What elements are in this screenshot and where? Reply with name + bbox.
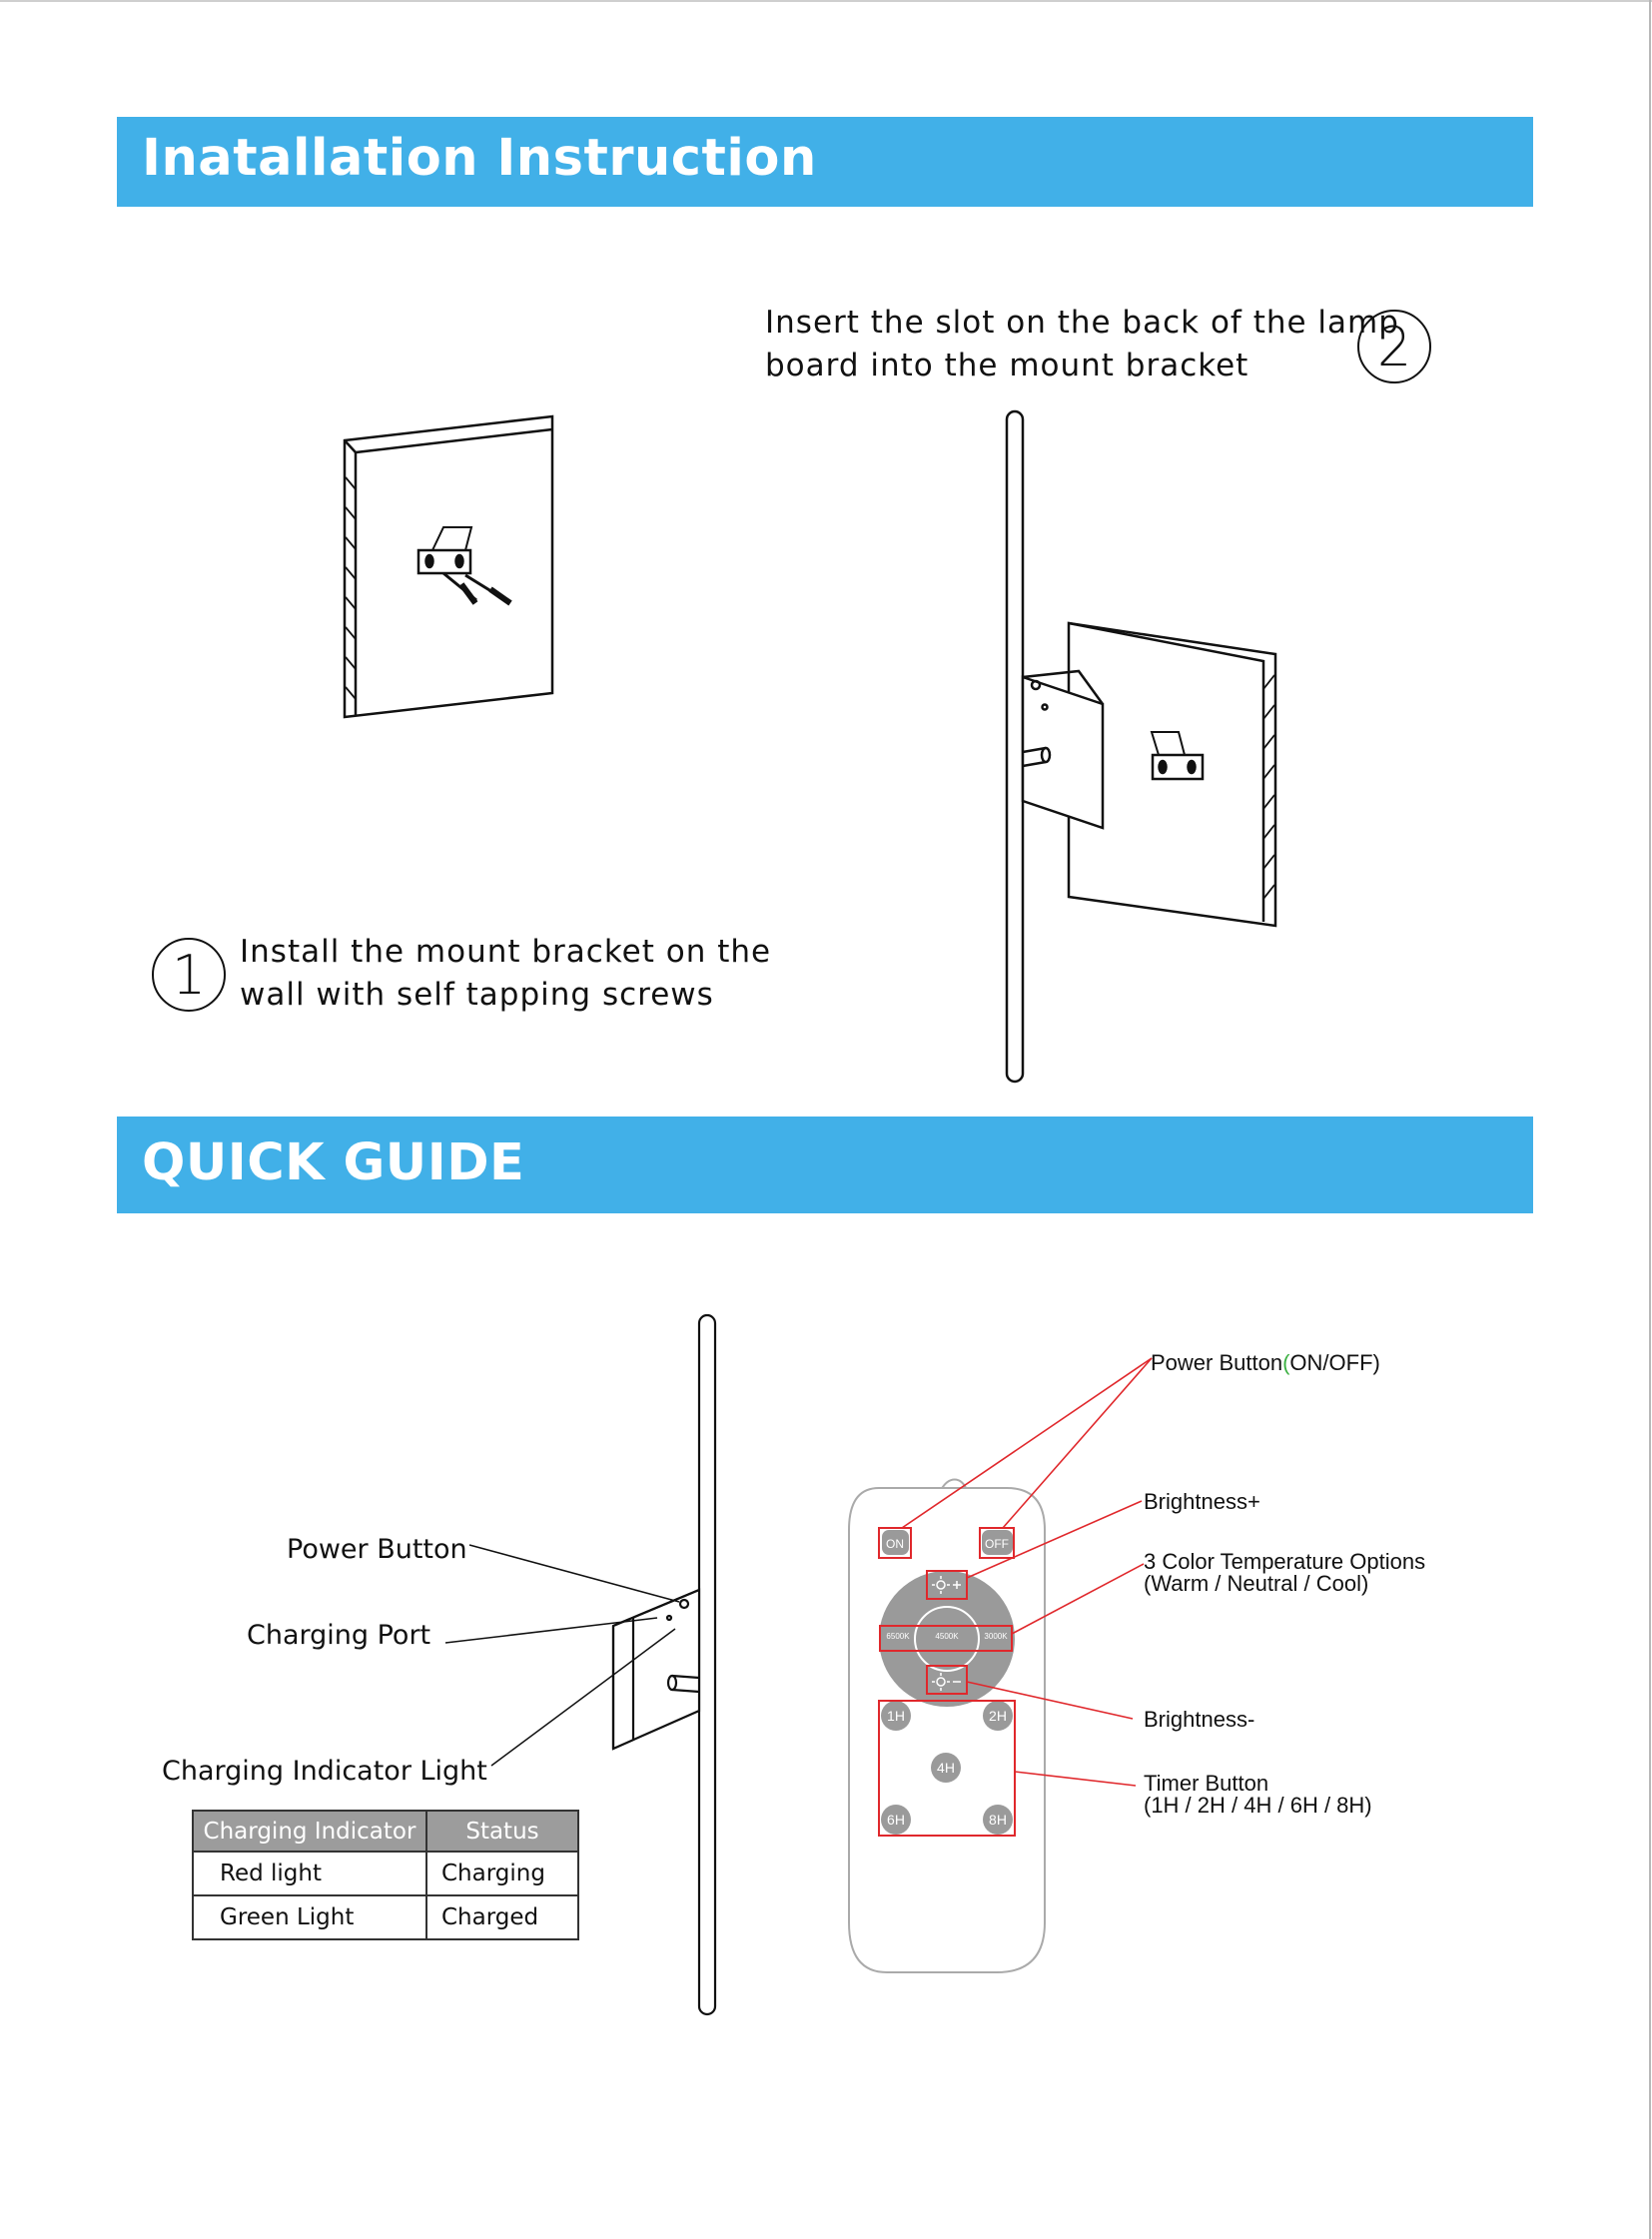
charging-indicator-table: Charging Indicator Status Red light Char… [192,1810,579,1940]
color-temp-line2: (Warm / Neutral / Cool) [1144,1571,1369,1596]
remote-dial [879,1571,1015,1707]
step-1-text: Install the mount bracket on the wall wi… [240,931,771,1017]
brightness-plus-label: Brightness+ [1144,1489,1260,1514]
timer-2h-label: 2H [989,1708,1007,1724]
step-2-line2: board into the mount bracket [765,348,1249,383]
table-header-row: Charging Indicator Status [192,1810,579,1853]
installation-title: Inatallation Instruction [142,129,817,188]
remote-on-button [882,1530,909,1555]
step-1-line2: wall with self tapping screws [240,977,714,1013]
step-2-text: Insert the slot on the back of the lamp … [765,302,1399,387]
brightness-up-icon [932,1576,961,1594]
step-2-line1: Insert the slot on the back of the lamp [765,305,1399,341]
timer-button-label: Timer Button (1H / 2H / 4H / 6H / 8H) [1144,1773,1372,1817]
charging-indicator-light-callout: Charging Indicator Light [162,1756,487,1787]
table-header-status: Status [425,1810,579,1853]
lamp-callout-lines [444,1544,680,1767]
remote-control-illustration: ON OFF 6500K 4500K 3000K 1H 2H 4H 6H 8H [848,1478,1046,1973]
table-row: Green Light Charged [192,1894,579,1940]
page-top-edge [0,0,1652,2]
timer-1h-button [881,1701,911,1731]
temp-6500-label: 6500K [886,1632,910,1641]
power-button-label: Power Button(ON/OFF) [1151,1352,1380,1374]
power-button-callout: Power Button [287,1534,467,1565]
page-right-edge [1649,0,1651,2239]
timer-6h-button [881,1805,911,1835]
remote-off-label: OFF [985,1537,1009,1551]
timer-6h-label: 6H [887,1812,905,1828]
power-label-paren: ( [1282,1350,1290,1375]
step-2-number: 2 [1357,310,1431,383]
brightness-down-icon [932,1673,961,1691]
step-1-line1: Install the mount bracket on the [240,934,772,970]
lamp-side-illustration [611,1313,717,2016]
temp-4500-label: 4500K [935,1632,959,1641]
brightness-minus-label: Brightness- [1144,1707,1255,1732]
timer-2h-button [983,1701,1013,1731]
installation-banner: Inatallation Instruction [117,117,1533,207]
temp-3000-label: 3000K [984,1632,1008,1641]
timer-line1: Timer Button [1144,1771,1269,1796]
table-header-indicator: Charging Indicator [192,1810,427,1853]
timer-4h-button [931,1753,961,1783]
power-label-prefix: Power Button [1151,1350,1283,1375]
timer-8h-label: 8H [989,1812,1007,1828]
power-label-suffix: ON/OFF) [1289,1350,1380,1375]
remote-off-button [982,1530,1013,1555]
table-cell-indicator: Green Light [192,1894,427,1940]
timer-4h-label: 4H [937,1760,955,1776]
color-temperature-label: 3 Color Temperature Options (Warm / Neut… [1144,1551,1425,1595]
wall-panel-step1-illustration [343,414,554,719]
table-row: Red light Charging [192,1851,579,1896]
quick-guide-title: QUICK GUIDE [142,1133,525,1192]
quick-guide-banner: QUICK GUIDE [117,1117,1533,1213]
remote-on-label: ON [886,1537,904,1551]
timer-1h-label: 1H [887,1708,905,1724]
table-cell-status: Charging [425,1851,579,1896]
step-1-number: 1 [152,938,226,1012]
remote-red-callouts [878,1357,1153,1837]
table-cell-status: Charged [425,1894,579,1940]
lamp-pole-step2-illustration [1005,409,1277,1084]
table-cell-indicator: Red light [192,1851,427,1896]
color-temp-line1: 3 Color Temperature Options [1144,1549,1426,1574]
charging-port-callout: Charging Port [247,1620,431,1651]
timer-8h-button [983,1805,1013,1835]
timer-line2: (1H / 2H / 4H / 6H / 8H) [1144,1793,1372,1818]
